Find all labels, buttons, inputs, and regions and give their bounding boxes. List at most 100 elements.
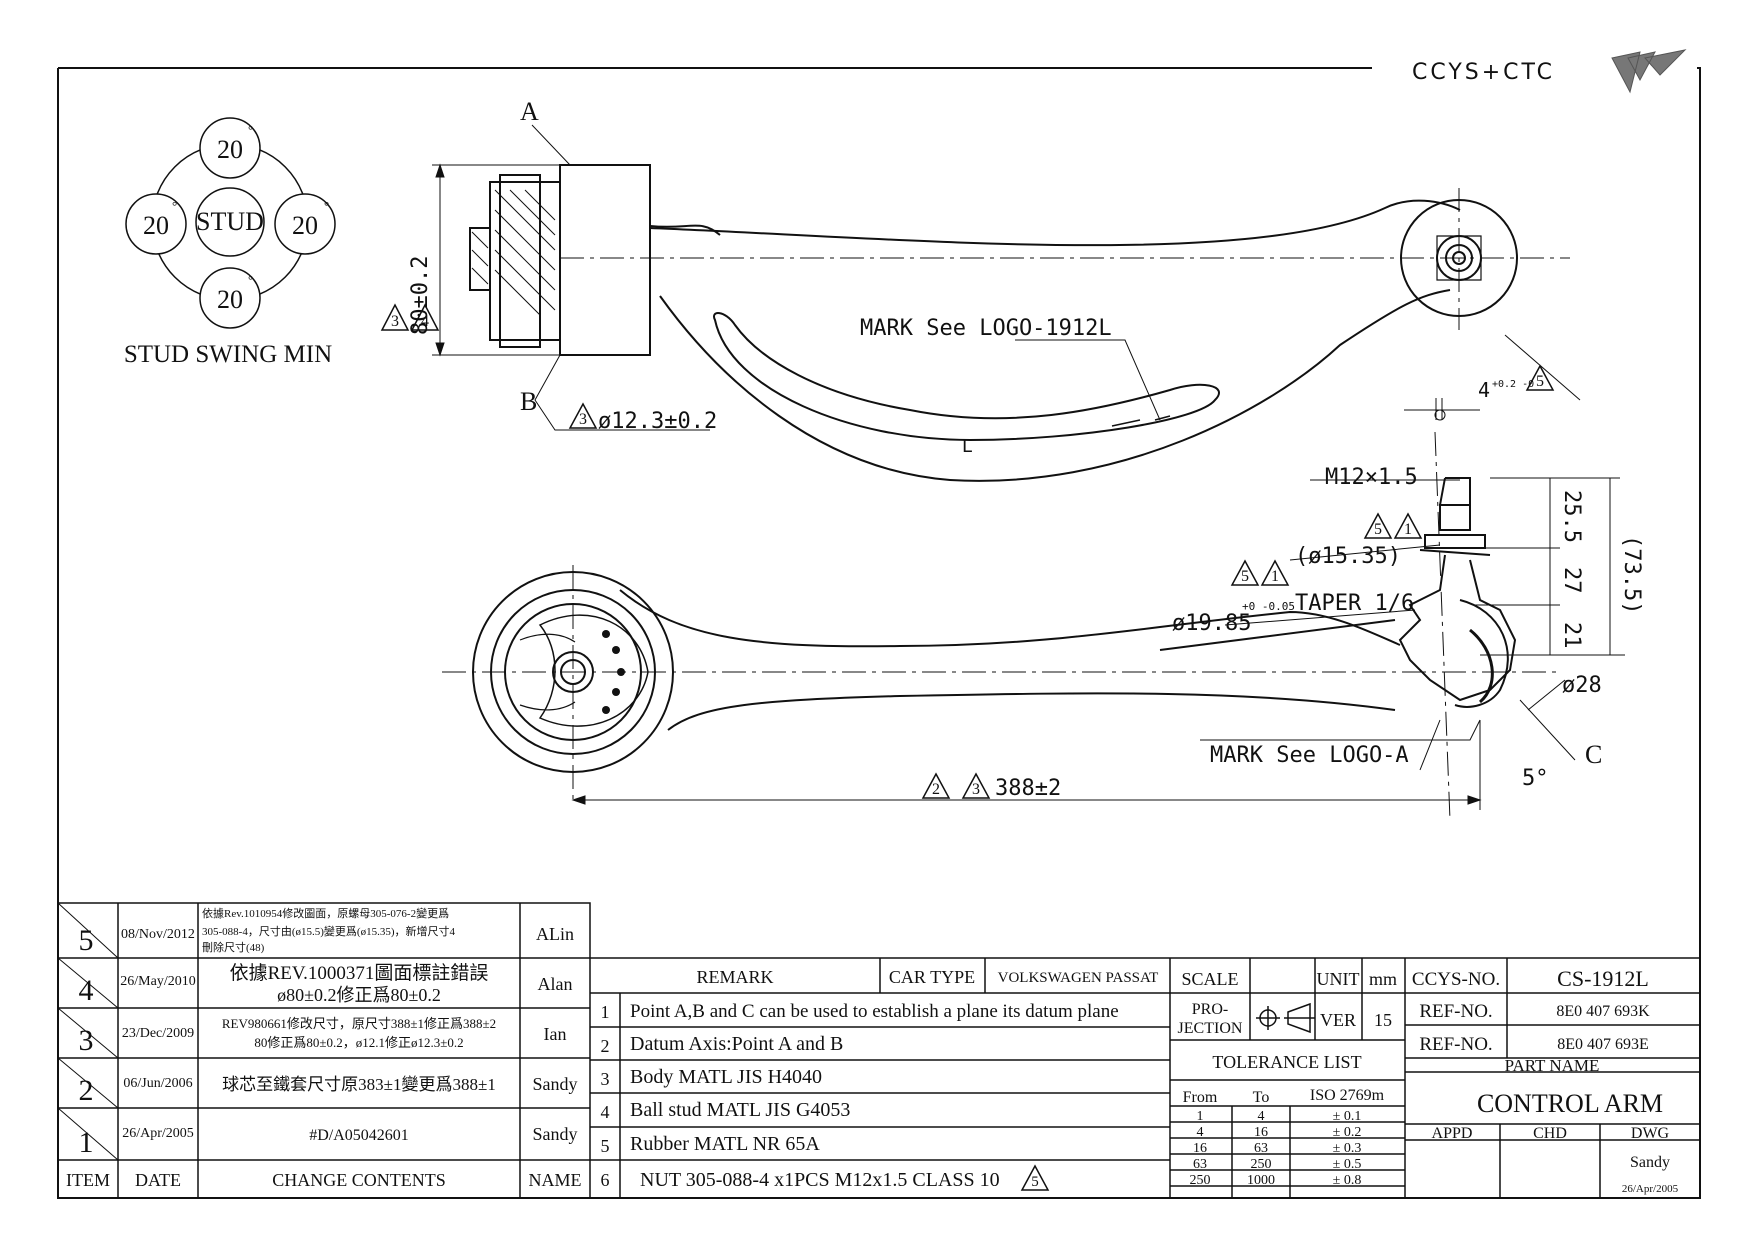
- swing-angle-top: 20: [217, 135, 243, 164]
- svg-text:1: 1: [1271, 568, 1279, 585]
- svg-text:250: 250: [1190, 1173, 1211, 1188]
- arm-side-view: [472, 477, 1517, 773]
- taper-tol: +0 -0.05: [1242, 600, 1295, 613]
- rev1-change-line1: #D/A05042601: [309, 1127, 409, 1144]
- part-name-value: CONTROL ARM: [1477, 1089, 1663, 1118]
- unit-value: mm: [1369, 969, 1397, 989]
- svg-text:5: 5: [1241, 568, 1249, 585]
- rev3-name: Ian: [544, 1024, 567, 1044]
- projection-label-2: JECTION: [1178, 1020, 1243, 1037]
- svg-text:°: °: [172, 198, 177, 213]
- thickness-tol: +0.2 -0: [1492, 379, 1534, 390]
- header-item: ITEM: [66, 1170, 110, 1190]
- tolerance-title: TOLERANCE LIST: [1212, 1052, 1361, 1072]
- svg-text:4: 4: [1258, 1109, 1265, 1124]
- revision-table: [57, 902, 591, 1198]
- rev4-change-line1: 依據REV.1000371圖面標註錯誤: [230, 962, 489, 984]
- point-b-label: B: [520, 387, 537, 416]
- svg-text:± 0.3: ± 0.3: [1333, 1141, 1362, 1156]
- svg-text:From: From: [1183, 1089, 1218, 1106]
- rev-triangles-top: [380, 303, 1555, 429]
- point-a-label: A: [520, 97, 539, 126]
- remark-header: REMARK: [696, 967, 773, 987]
- remark-5: Rubber MATL NR 65A: [630, 1133, 820, 1155]
- rev4-date: 26/May/2010: [120, 974, 195, 989]
- rev5-change-line2: 305-088-4，尺寸由(ø15.5)變更爲(ø15.35)，新增尺寸4: [202, 924, 455, 938]
- rev5-date: 08/Nov/2012: [121, 927, 195, 942]
- part-name-label: PART NAME: [1505, 1056, 1600, 1075]
- svg-text:4: 4: [1197, 1125, 1204, 1140]
- svg-text:1: 1: [1197, 1109, 1204, 1124]
- ccys-no-label: CCYS-NO.: [1412, 969, 1500, 990]
- dim-25-5: 25.5: [1559, 490, 1584, 543]
- taper-label: TAPER 1/6: [1295, 591, 1414, 616]
- svg-text:63: 63: [1193, 1157, 1207, 1172]
- svg-text:1: 1: [601, 1002, 610, 1022]
- dim-21: 21: [1559, 622, 1584, 649]
- sheet-border: [57, 67, 1701, 1199]
- svg-text:250: 250: [1251, 1157, 1272, 1172]
- rev1-name: Sandy: [533, 1124, 578, 1144]
- degree-mark: °: [248, 122, 253, 137]
- car-type-label: CAR TYPE: [889, 967, 975, 987]
- side-view-dims: [571, 477, 1625, 810]
- title-block: [1170, 958, 1700, 1198]
- scale-label: SCALE: [1181, 969, 1238, 989]
- rev3-date: 23/Dec/2009: [122, 1026, 194, 1041]
- header-change: CHANGE CONTENTS: [272, 1170, 446, 1190]
- dwg-label: DWG: [1631, 1125, 1670, 1142]
- svg-text:5: 5: [1374, 521, 1382, 538]
- svg-text:4: 4: [601, 1102, 610, 1122]
- rev3-number: 3: [79, 1024, 94, 1057]
- swing-angle-bottom: 20: [217, 285, 243, 314]
- car-type-value: VOLKSWAGEN PASSAT: [998, 970, 1159, 986]
- stud-swing-diagram: [125, 117, 336, 329]
- svg-text:63: 63: [1254, 1141, 1268, 1156]
- rev3-change-line2: 80修正爲80±0.2，ø12.1修正ø12.3±0.2: [254, 1035, 463, 1050]
- ref2-label: REF-NO.: [1419, 1034, 1492, 1055]
- svg-text:5: 5: [1536, 373, 1544, 390]
- rev4-change-line2: ø80±0.2修正爲80±0.2: [277, 985, 441, 1005]
- rev1-number: 1: [79, 1126, 94, 1159]
- svg-text:16: 16: [1193, 1141, 1207, 1156]
- svg-text:ISO 2769m: ISO 2769m: [1310, 1087, 1385, 1104]
- appd-label: APPD: [1432, 1125, 1473, 1142]
- mark-top-label: MARK See LOGO-1912L: [860, 316, 1112, 341]
- svg-text:To: To: [1253, 1089, 1270, 1106]
- swing-angle-left: 20: [143, 211, 169, 240]
- svg-text:2: 2: [932, 781, 940, 798]
- rev4-name: Alan: [538, 974, 573, 994]
- svg-text:± 0.2: ± 0.2: [1333, 1125, 1362, 1140]
- remark-6: NUT 305-088-4 x1PCS M12x1.5 CLASS 10: [640, 1169, 1000, 1191]
- rev5-number: 5: [79, 924, 94, 957]
- rev2-date: 06/Jun/2006: [123, 1076, 192, 1091]
- svg-text:°: °: [248, 272, 253, 287]
- svg-text:2: 2: [601, 1036, 610, 1056]
- svg-text:CCYS+CTC: CCYS+CTC: [1412, 60, 1555, 85]
- svg-text:°: °: [324, 198, 329, 213]
- svg-text:3: 3: [972, 781, 980, 798]
- svg-text:± 0.1: ± 0.1: [1333, 1109, 1362, 1124]
- chd-label: CHD: [1533, 1125, 1567, 1142]
- angle-5: 5°: [1522, 766, 1549, 791]
- header-name: NAME: [529, 1170, 582, 1190]
- rev5-name: ALin: [536, 924, 574, 944]
- stud-swing-title: STUD SWING MIN: [124, 341, 332, 368]
- rev3-change-line1: REV980661修改尺寸，原尺寸388±1修正爲388±2: [222, 1016, 496, 1031]
- ccys-no-value: CS-1912L: [1557, 966, 1649, 991]
- dwg-name: Sandy: [1630, 1154, 1670, 1171]
- svg-text:16: 16: [1254, 1125, 1268, 1140]
- header-date: DATE: [135, 1170, 181, 1190]
- projection-label-1: PRO-: [1192, 1001, 1228, 1018]
- mark-bottom-label: MARK See LOGO-A: [1210, 743, 1409, 768]
- svg-text:6: 6: [601, 1170, 610, 1190]
- point-c-label: C: [1585, 740, 1602, 769]
- bore-dim: ø12.3±0.2: [598, 409, 717, 434]
- ref2-value: 8E0 407 693E: [1557, 1036, 1649, 1053]
- rev1-date: 26/Apr/2005: [122, 1126, 194, 1141]
- thread-label: M12×1.5: [1325, 465, 1418, 490]
- svg-text:± 0.5: ± 0.5: [1333, 1157, 1362, 1172]
- svg-text:3: 3: [391, 313, 399, 330]
- projection-symbol: [1256, 1002, 1315, 1034]
